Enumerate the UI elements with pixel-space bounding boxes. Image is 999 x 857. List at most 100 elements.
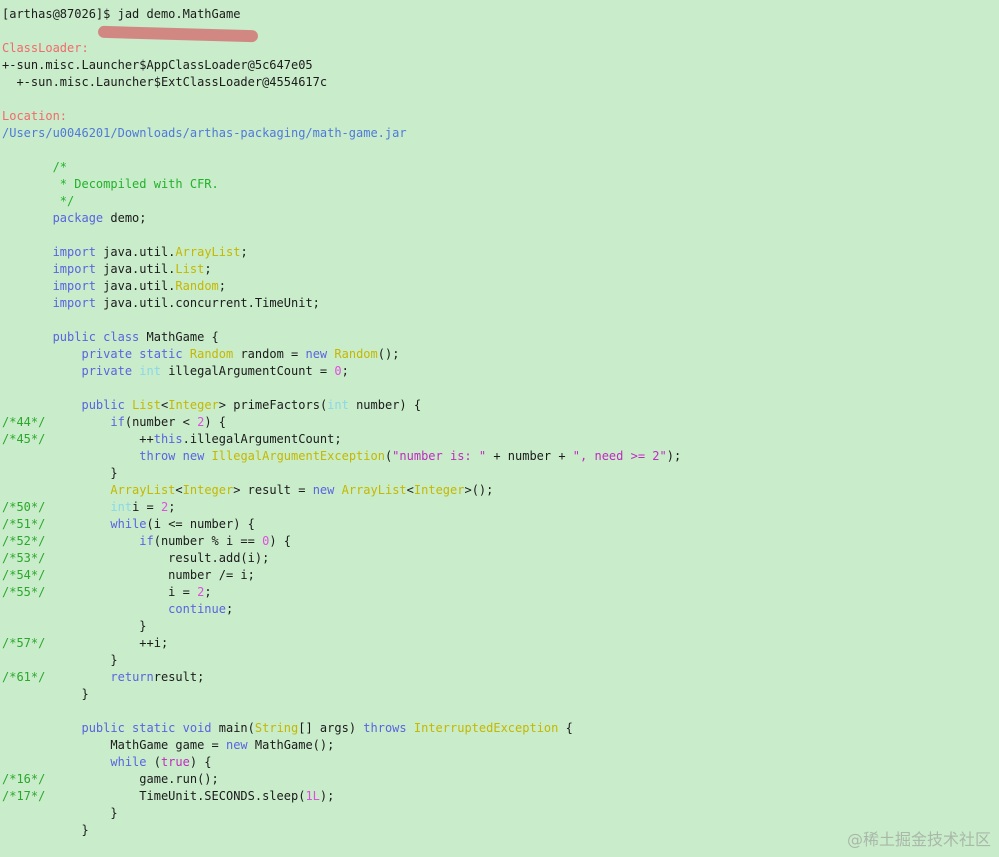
code-line: ArrayList<Integer> result = new ArrayLis… (2, 482, 493, 499)
code-token (2, 347, 81, 361)
code-token: (number % i == (153, 534, 263, 548)
code-line: private static Random random = new Rando… (2, 346, 399, 363)
code-token (45, 670, 110, 684)
code-token (2, 602, 168, 616)
code-token: import (52, 245, 96, 259)
code-token: [] args) (298, 721, 364, 735)
code-token: game.run(); (45, 772, 219, 786)
code-token: while (110, 755, 147, 769)
code-token (2, 721, 81, 735)
line-number-marker: /*57*/ (2, 636, 46, 650)
code-token: new (305, 347, 328, 361)
code-token: ", need >= 2" (572, 449, 667, 463)
code-token: TimeUnit.SECONDS.sleep( (45, 789, 306, 803)
code-token: { (558, 721, 573, 735)
code-token: ); (319, 789, 335, 803)
code-token: ); (666, 449, 682, 463)
code-token: < (160, 398, 169, 412)
code-token: random = (233, 347, 306, 361)
code-token: ( (146, 755, 161, 769)
code-token: ) { (269, 534, 292, 548)
code-token: Integer (413, 483, 465, 497)
watermark: @稀土掘金技术社区 (846, 830, 991, 849)
code-token: i = (132, 500, 161, 514)
code-token: ; (341, 364, 349, 378)
code-line: import java.util.concurrent.TimeUnit; (2, 295, 320, 312)
code-token: demo; (103, 211, 147, 225)
code-token: ++i; (45, 636, 169, 650)
code-token: illegalArgumentCount = (160, 364, 335, 378)
code-token: Random (334, 347, 378, 361)
code-token: import (52, 296, 96, 310)
code-token (2, 330, 53, 344)
code-token (2, 364, 81, 378)
code-token: String (254, 721, 299, 735)
code-token: continue (168, 602, 226, 616)
code-token: List (132, 398, 161, 412)
code-token: private static (81, 347, 183, 361)
code-token: InterruptedException (413, 721, 559, 735)
code-token: public static void (81, 721, 212, 735)
code-token (45, 500, 110, 514)
code-token: ; (204, 262, 212, 276)
code-token: java.util.concurrent.TimeUnit; (95, 296, 320, 310)
code-line: /*44*/ if(number < 2) { (2, 414, 226, 431)
code-token: java.util. (95, 262, 176, 276)
prompt-command: jad demo.MathGame (117, 7, 241, 21)
code-token (2, 211, 53, 225)
code-line: while (true) { (2, 754, 211, 771)
code-token (204, 449, 211, 463)
code-line: } (2, 822, 89, 839)
code-token: ) { (204, 415, 227, 429)
shell-prompt-line: [arthas@87026]$ jad demo.MathGame (2, 6, 240, 23)
line-number-marker: /*50*/ (2, 500, 46, 514)
code-token (45, 415, 110, 429)
code-token: } (2, 653, 118, 667)
code-token: * Decompiled with CFR. (2, 177, 219, 191)
code-token (334, 483, 341, 497)
code-line: /*54*/ number /= i; (2, 567, 255, 584)
code-token: ; (218, 279, 227, 293)
code-token: Integer (182, 483, 234, 497)
code-token (2, 398, 81, 412)
code-token (2, 279, 53, 293)
code-token: .illegalArgumentCount; (182, 432, 342, 446)
code-token: ArrayList (175, 245, 241, 259)
code-line: /*57*/ ++i; (2, 635, 168, 652)
code-line: /*50*/ inti = 2; (2, 499, 175, 516)
code-token (2, 296, 53, 310)
code-token (2, 755, 110, 769)
prompt-user-host: [arthas@87026]$ (2, 7, 111, 21)
code-token: MathGame(); (247, 738, 335, 752)
code-line: /*52*/ if(number % i == 0) { (2, 533, 291, 550)
code-line: import java.util.Random; (2, 278, 226, 295)
code-token: Integer (168, 398, 219, 412)
code-line: /*17*/ TimeUnit.SECONDS.sleep(1L); (2, 788, 334, 805)
code-line: /*16*/ game.run(); (2, 771, 219, 788)
line-number-marker: /*45*/ (2, 432, 46, 446)
code-token: 2 (197, 415, 205, 429)
code-line: import java.util.List; (2, 261, 212, 278)
code-token: ArrayList (110, 483, 176, 497)
code-token: Random (189, 347, 234, 361)
redaction-highlight (97, 25, 259, 43)
code-token: int (139, 364, 161, 378)
code-token: if (110, 415, 125, 429)
line-number-marker: /*54*/ (2, 568, 46, 582)
code-token (183, 347, 190, 361)
code-token: > primeFactors( (218, 398, 328, 412)
code-token: + number + (486, 449, 573, 463)
code-token (125, 398, 132, 412)
code-token: i = (45, 585, 198, 599)
code-line: public class MathGame { (2, 329, 219, 346)
code-line: package demo; (2, 210, 147, 227)
code-line: /*45*/ ++this.illegalArgumentCount; (2, 431, 342, 448)
code-line: continue; (2, 601, 233, 618)
line-number-marker: /*44*/ (2, 415, 46, 429)
code-token: (); (377, 347, 400, 361)
code-token: } (2, 823, 89, 837)
code-token: java.util. (95, 245, 176, 259)
code-token: } (2, 806, 118, 820)
code-line: } (2, 686, 88, 703)
classloader-ext: +-sun.misc.Launcher$ExtClassLoader@45546… (2, 75, 328, 89)
